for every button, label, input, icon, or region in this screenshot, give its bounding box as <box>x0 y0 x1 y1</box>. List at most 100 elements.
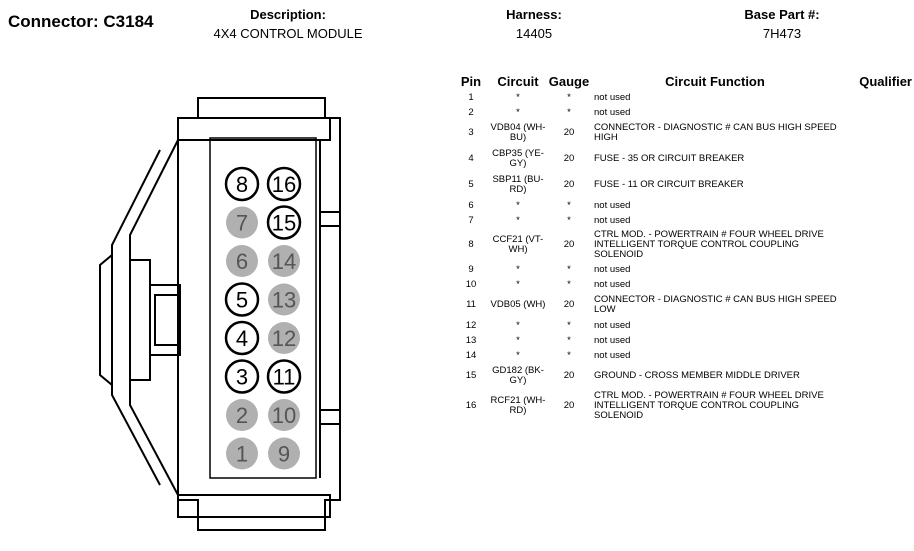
circuit-cell: VDB04 (WH-BU) <box>490 122 546 143</box>
qualifier-cell <box>838 292 912 318</box>
qualifier-cell <box>838 90 912 105</box>
function-cell: GROUND - CROSS MEMBER MIDDLE DRIVER <box>594 370 800 381</box>
gauge-cell: 20 <box>563 179 575 190</box>
pin-cell: 12 <box>465 319 477 331</box>
pin-11-cavity <box>266 359 302 394</box>
circuit-cell: SBP11 (BU-RD) <box>492 174 544 195</box>
qualifier-cell <box>838 363 912 389</box>
pin-cell: 4 <box>468 153 474 164</box>
pin-5-cavity <box>224 282 260 317</box>
base-part-value: 7H473 <box>762 26 802 41</box>
circuit-cell: GD182 (BK-GY) <box>492 365 544 386</box>
column-header-circuit: Circuit <box>497 73 539 89</box>
table-row: 12**not used <box>452 318 912 333</box>
pin-cell: 2 <box>468 106 474 118</box>
pin-11-label: 11 <box>273 365 296 390</box>
pin-3-label: 3 <box>236 365 248 390</box>
pin-cell: 15 <box>465 370 477 381</box>
pin-12-cavity <box>268 322 300 354</box>
table-row: 1**not used <box>452 90 912 105</box>
function-cell: not used <box>594 334 631 346</box>
gauge-cell: 20 <box>563 370 575 381</box>
table-row: 2**not used <box>452 105 912 120</box>
pin-cell: 7 <box>468 214 474 226</box>
pin-14-cavity <box>268 245 300 277</box>
pin-1-cavity <box>226 437 258 470</box>
pin-16-cavity <box>266 166 302 202</box>
table-header-row: Pin Circuit Gauge Circuit Function Quali… <box>452 72 912 90</box>
pin-6-label: 6 <box>236 249 248 274</box>
connector-title: Connector: C3184 <box>8 12 154 31</box>
function-cell: not used <box>594 214 631 226</box>
pin-15-label: 15 <box>272 211 296 236</box>
table-row: 5 SBP11 (BU-RD) 20 FUSE - 11 OR CIRCUIT BRE… <box>452 172 912 198</box>
function-cell: CONNECTOR - DIAGNOSTIC # CAN BUS HIGH SP… <box>594 122 837 143</box>
circuit-cell: * <box>516 263 520 275</box>
qualifier-cell <box>838 198 912 213</box>
circuit-cell: CCF21 (VT-WH) <box>492 234 544 255</box>
pin-cell: 11 <box>466 299 476 310</box>
circuit-cell: * <box>516 319 520 331</box>
qualifier-cell <box>838 333 912 348</box>
gauge-cell: * <box>567 334 571 346</box>
gauge-cell: * <box>567 214 571 226</box>
pin-cell: 6 <box>468 199 474 211</box>
pin-13-label: 13 <box>272 288 296 313</box>
table-row: 6**not used <box>452 198 912 213</box>
pin-10-label: 10 <box>272 403 296 428</box>
circuit-cell: * <box>516 199 520 211</box>
pin-15-cavity <box>266 205 302 240</box>
table-row: 13**not used <box>452 333 912 348</box>
function-cell: CTRL MOD. - POWERTRAIN # FOUR WHEEL DRIV… <box>594 229 824 260</box>
pin-2-cavity <box>226 399 258 431</box>
function-cell: CTRL MOD. - POWERTRAIN # FOUR WHEEL DRIV… <box>594 390 824 421</box>
pin-5-label: 5 <box>236 288 248 313</box>
pin-cell: 9 <box>468 263 474 275</box>
qualifier-cell <box>838 348 912 363</box>
pin-9-cavity <box>268 437 300 470</box>
gauge-cell: 20 <box>563 153 575 164</box>
harness-value: 14405 <box>515 26 553 41</box>
pin-2-label: 2 <box>236 403 248 428</box>
qualifier-cell <box>838 389 912 423</box>
description-label: Description: <box>250 7 326 22</box>
harness-label: Harness: <box>506 7 562 22</box>
table-row: 10**not used <box>452 277 912 292</box>
pin-14-label: 14 <box>272 249 296 274</box>
circuit-cell: * <box>516 106 520 118</box>
qualifier-cell <box>838 120 912 146</box>
function-cell: FUSE - 35 OR CIRCUIT BREAKER <box>594 153 745 164</box>
function-cell: not used <box>594 263 631 275</box>
qualifier-cell <box>838 318 912 333</box>
pin-cell: 5 <box>468 179 474 190</box>
pin-6-cavity <box>226 245 258 277</box>
table-row: 9 * * not used <box>452 262 912 277</box>
table-row: 14**not used <box>452 348 912 363</box>
pin-12-label: 12 <box>272 326 296 351</box>
table-row: 15 GD182 (BK-GY) 20 GROUND - CROSS MEMBER M… <box>452 363 912 389</box>
qualifier-cell <box>838 172 912 198</box>
gauge-cell: * <box>567 263 571 275</box>
function-cell: not used <box>594 91 631 103</box>
circuit-cell: * <box>516 349 520 361</box>
circuit-cell: * <box>516 334 520 346</box>
pin-cell: 10 <box>465 278 477 290</box>
function-cell: CONNECTOR - DIAGNOSTIC # CAN BUS HIGH SP… <box>594 294 837 315</box>
column-header-circuit-function: Circuit Function <box>665 73 765 89</box>
column-header-pin: Pin <box>460 73 482 89</box>
function-cell: FUSE - 11 OR CIRCUIT BREAKER <box>594 179 744 190</box>
circuit-cell: VDB05 (WH) <box>490 299 546 310</box>
gauge-cell: 20 <box>563 127 575 138</box>
pin-cell: 16 <box>465 400 477 411</box>
qualifier-cell <box>838 262 912 277</box>
function-cell: not used <box>594 349 631 361</box>
function-cell: not used <box>594 278 631 290</box>
description-value: 4X4 CONTROL MODULE <box>213 26 363 41</box>
base-part-label: Base Part #: <box>744 7 820 22</box>
